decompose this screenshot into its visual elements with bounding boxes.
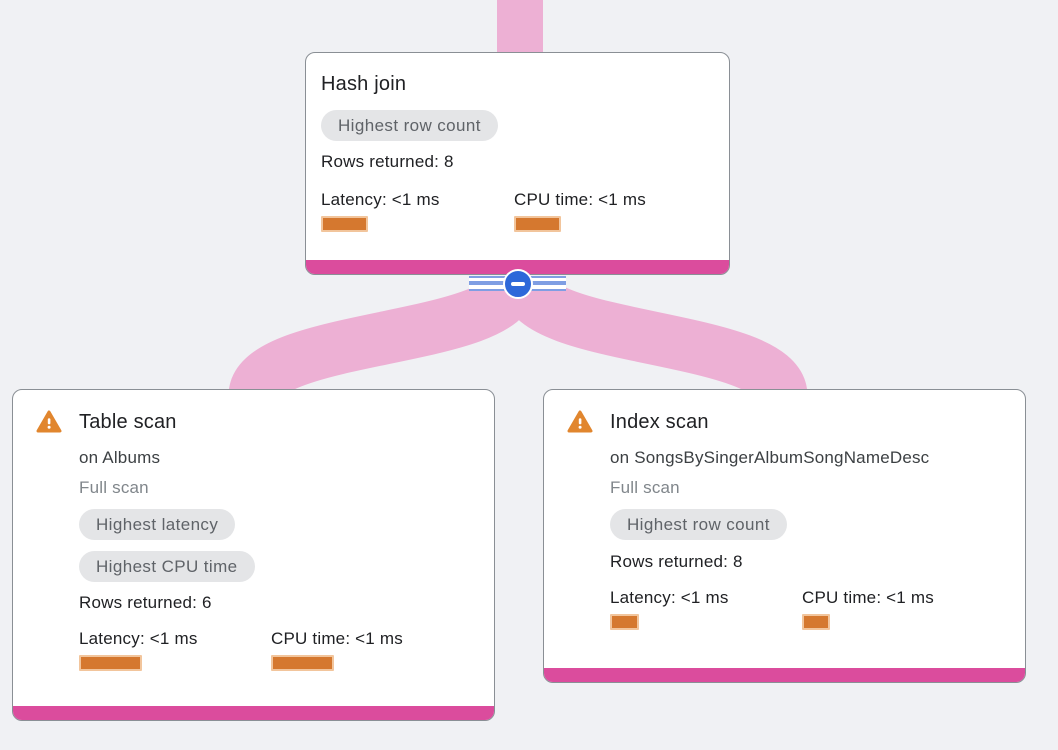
latency-bar xyxy=(610,614,639,630)
cpu-metric: CPU time: <1 ms xyxy=(514,189,711,232)
node-title: Index scan xyxy=(610,411,709,433)
badge-highest-row-count: Highest row count xyxy=(610,509,787,540)
plan-node-hash-join[interactable]: Hash join Highest row count Rows returne… xyxy=(305,52,730,275)
node-accent-strip xyxy=(544,668,1025,682)
scan-type-label: Full scan xyxy=(610,478,680,497)
latency-bar xyxy=(321,216,368,232)
cpu-metric: CPU time: <1 ms xyxy=(802,587,1009,630)
rows-returned-label: Rows returned: 8 xyxy=(610,552,743,571)
edge-hashjoin-to-indexscan xyxy=(500,275,808,402)
badge-highest-latency: Highest latency xyxy=(79,509,236,540)
node-accent-strip xyxy=(13,706,494,720)
edge-hashjoin-to-tablescan xyxy=(228,275,538,403)
latency-bar xyxy=(79,655,142,671)
latency-metric: Latency: <1 ms xyxy=(610,587,802,630)
cpu-time-bar xyxy=(802,614,830,630)
rows-returned-label: Rows returned: 8 xyxy=(321,152,454,171)
badge-highest-cpu-time: Highest CPU time xyxy=(79,551,255,582)
node-title: Hash join xyxy=(321,73,407,95)
latency-label: Latency: <1 ms xyxy=(610,588,729,607)
plan-node-index-scan[interactable]: Index scan on SongsBySingerAlbumSongName… xyxy=(543,389,1026,683)
latency-label: Latency: <1 ms xyxy=(321,190,440,209)
plan-node-table-scan[interactable]: Table scan on Albums Full scan Highest l… xyxy=(12,389,495,721)
node-subtitle: on Albums xyxy=(79,448,161,467)
latency-label: Latency: <1 ms xyxy=(79,629,198,648)
badge-highest-row-count: Highest row count xyxy=(321,110,498,141)
collapse-children-button[interactable] xyxy=(503,269,533,299)
node-subtitle: on SongsBySingerAlbumSongNameDesc xyxy=(610,448,930,467)
rows-returned-label: Rows returned: 6 xyxy=(79,593,212,612)
warning-icon xyxy=(567,410,593,433)
minus-icon xyxy=(511,282,525,286)
latency-metric: Latency: <1 ms xyxy=(321,189,514,232)
cpu-time-label: CPU time: <1 ms xyxy=(802,588,934,607)
node-title: Table scan xyxy=(79,411,177,433)
cpu-time-label: CPU time: <1 ms xyxy=(271,629,403,648)
warning-icon xyxy=(36,410,62,433)
cpu-time-bar xyxy=(271,655,334,671)
latency-metric: Latency: <1 ms xyxy=(79,628,271,671)
cpu-metric: CPU time: <1 ms xyxy=(271,628,478,671)
scan-type-label: Full scan xyxy=(79,478,149,497)
cpu-time-label: CPU time: <1 ms xyxy=(514,190,646,209)
cpu-time-bar xyxy=(514,216,561,232)
node-accent-strip xyxy=(306,260,729,274)
